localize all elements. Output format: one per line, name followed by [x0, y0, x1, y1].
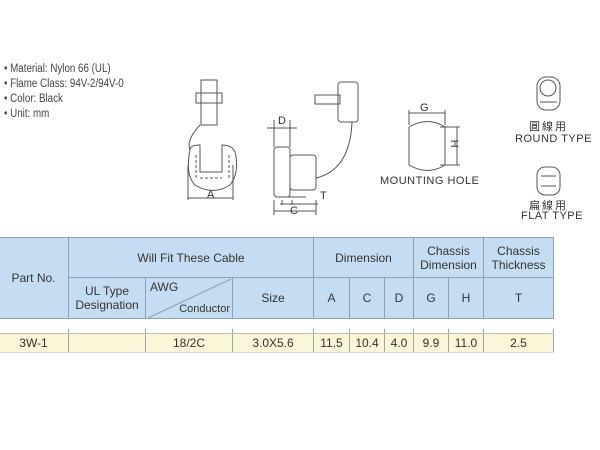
round-type-label: ROUND TYPE — [515, 133, 592, 145]
header-a: A — [313, 277, 350, 319]
header-will-fit: Will Fit These Cable — [68, 237, 314, 278]
flat-type-cjk: 扁線用 — [529, 200, 568, 212]
header-t: T — [483, 277, 554, 319]
header-part-no: Part No. — [0, 237, 69, 319]
header-awg-conductor: AWG Conductor — [145, 277, 233, 319]
header-ul-type: UL Type Designation — [68, 277, 146, 319]
header-g: G — [413, 277, 449, 319]
side-view-drawing — [267, 81, 359, 215]
mounting-hole-label: MOUNTING HOLE — [380, 175, 480, 187]
spec-unit: Unit: mm — [4, 107, 124, 122]
cell-awg: 18/2C — [145, 333, 233, 353]
dim-c-label: C — [290, 205, 299, 217]
cell-d: 4.0 — [384, 333, 414, 353]
dim-h-label: H — [448, 139, 461, 149]
cell-h: 11.0 — [448, 333, 484, 353]
header-d: D — [384, 277, 414, 319]
spec-list: Material: Nylon 66 (UL) Flame Class: 94V… — [4, 62, 124, 122]
cell-t: 2.5 — [483, 333, 554, 353]
spec-table: Part No. Will Fit These Cable Dimension … — [0, 237, 554, 353]
spec-material: Material: Nylon 66 (UL) — [4, 62, 124, 77]
cell-a: 11.5 — [313, 333, 350, 353]
header-h: H — [448, 277, 484, 319]
header-conductor: Conductor — [179, 303, 230, 315]
header-awg: AWG — [150, 280, 179, 294]
header-dimension: Dimension — [313, 237, 414, 278]
dim-t-label: T — [320, 190, 328, 202]
cell-part-no: 3W-1 — [0, 333, 69, 353]
header-chassis-dimension: Chassis Dimension — [413, 237, 484, 278]
header-size: Size — [232, 277, 314, 319]
mounting-hole-drawing — [408, 110, 460, 171]
header-chassis-thickness: Chassis Thickness — [483, 237, 554, 278]
cell-c: 10.4 — [349, 333, 385, 353]
cell-size: 3.0X5.6 — [232, 333, 314, 353]
table-row-clipped — [0, 329, 554, 334]
cell-ul-type — [68, 333, 146, 353]
technical-drawing — [187, 76, 561, 215]
spec-color: Color: Black — [4, 92, 124, 107]
flat-type-icon — [536, 166, 561, 196]
table-row: 3W-1 18/2C 3.0X5.6 11.5 10.4 4.0 9.9 11.… — [0, 333, 554, 353]
round-type-icon — [536, 76, 561, 111]
flat-type-label: FLAT TYPE — [521, 210, 583, 222]
dim-g-label: G — [420, 102, 430, 114]
front-view-drawing — [187, 79, 238, 200]
dim-a-label: A — [207, 189, 215, 201]
dim-d-label: D — [278, 115, 287, 127]
round-type-cjk: 圓線用 — [529, 121, 568, 133]
cell-g: 9.9 — [413, 333, 449, 353]
header-c: C — [349, 277, 385, 319]
spec-flame-class: Flame Class: 94V-2/94V-0 — [4, 77, 124, 92]
